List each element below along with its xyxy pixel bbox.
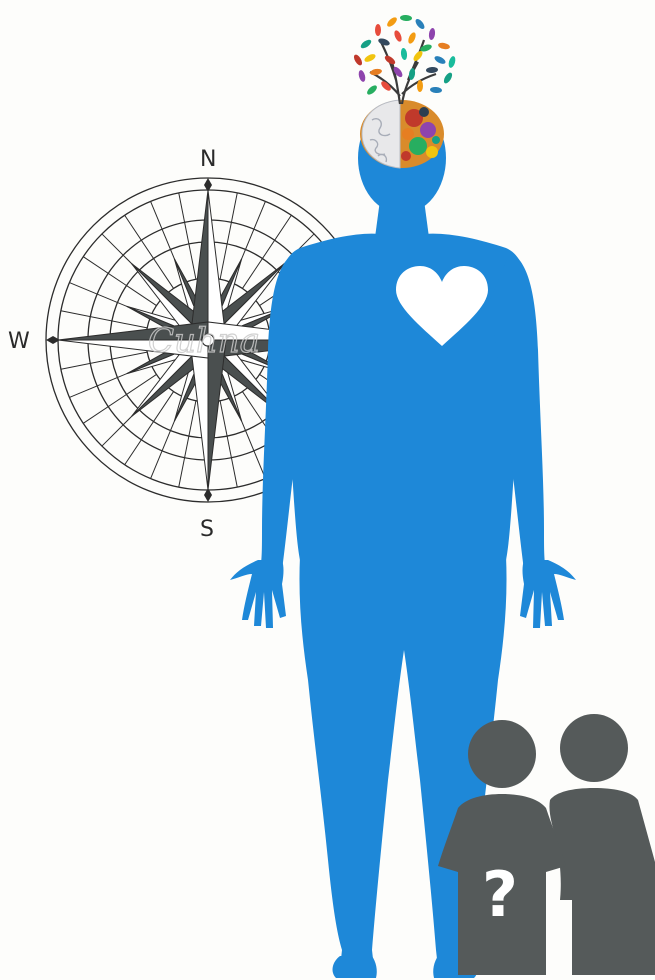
leaf xyxy=(430,86,442,93)
leaf xyxy=(377,37,390,47)
compass-ray xyxy=(220,193,237,279)
compass-south-label: S xyxy=(200,517,214,542)
tree-icon xyxy=(352,15,456,104)
leaf xyxy=(428,28,436,41)
leaf xyxy=(438,42,451,50)
leaf xyxy=(358,69,367,82)
leaf xyxy=(363,53,376,64)
brain-icon xyxy=(360,100,444,168)
leaf xyxy=(359,38,372,50)
compass-ray xyxy=(61,311,147,328)
compass-ray xyxy=(179,193,196,279)
compass-north-label: N xyxy=(200,147,216,172)
leaf xyxy=(400,15,412,22)
leaf xyxy=(407,31,417,44)
compass-ray xyxy=(220,401,237,487)
leaf xyxy=(375,24,381,36)
question-mark-icon: ? xyxy=(482,858,518,931)
compass-west-label: W xyxy=(8,329,30,354)
leaf xyxy=(352,53,363,66)
leaf xyxy=(433,55,446,66)
people-icon xyxy=(438,714,655,975)
leaf xyxy=(442,71,453,84)
compass-ray xyxy=(179,401,196,487)
leaf xyxy=(393,29,403,42)
leaf xyxy=(366,84,379,96)
leaf xyxy=(412,49,424,62)
compass-watermark: Cuhna xyxy=(148,321,260,361)
leaf xyxy=(447,55,456,68)
leaf xyxy=(426,67,438,74)
leaf xyxy=(414,17,426,30)
leaf xyxy=(370,68,383,76)
compass-ray xyxy=(61,352,147,369)
leaf xyxy=(400,48,407,61)
leaf xyxy=(386,16,399,29)
